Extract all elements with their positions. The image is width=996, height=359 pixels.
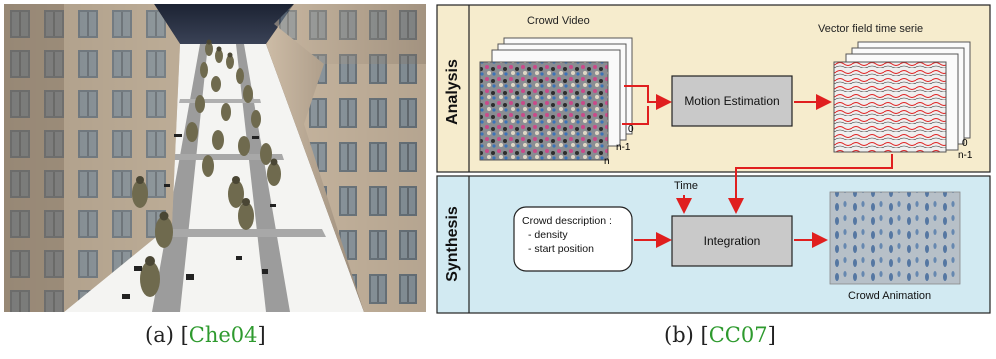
frame-label-n: n (604, 156, 610, 167)
crowd-pipeline-diagram: Analysis Synthesis Crowd Video Vector fi… (436, 4, 992, 314)
crowd-description-start-position: - start position (528, 243, 594, 255)
synthesis-label: Synthesis (444, 206, 461, 282)
citation-che04[interactable]: Che04 (188, 323, 258, 347)
analysis-label-box: Analysis (438, 32, 468, 152)
time-label: Time (674, 180, 699, 192)
synthesis-label-box: Synthesis (438, 182, 468, 307)
crowd-description-density: - density (528, 229, 568, 241)
vector-field-stack (833, 41, 971, 153)
crowd-street-render (4, 4, 426, 312)
crowd-street-image (4, 4, 426, 312)
crowd-description-text: Crowd description : - density - start po… (522, 214, 612, 256)
frame-label-0: 0 (628, 124, 634, 135)
crowd-animation-image (829, 191, 961, 285)
field-frame-label-0: 0 (962, 138, 968, 149)
citation-cc07[interactable]: CC07 (708, 323, 768, 347)
crowd-description-title: Crowd description : (522, 215, 612, 227)
pipeline-svg (436, 4, 991, 314)
caption-b-suffix: ] (767, 323, 776, 347)
crowd-description-box (513, 206, 633, 272)
caption-a-prefix: (a) [ (145, 323, 189, 347)
analysis-label: Analysis (444, 59, 461, 125)
soldier-crowd (132, 42, 281, 297)
caption-b-prefix: (b) [ (664, 323, 709, 347)
video-frame-stack (479, 37, 633, 161)
caption-a: (a) [Che04] (145, 323, 266, 347)
caption-b: (b) [CC07] (664, 323, 776, 347)
motion-estimation-label: Motion Estimation (684, 94, 780, 108)
integration-box (671, 215, 793, 267)
motion-estimation-box (671, 75, 793, 127)
flow-arrows (622, 85, 893, 248)
crowd-video-label: Crowd Video (527, 15, 590, 27)
frame-label-n-minus-1: n-1 (616, 142, 631, 153)
integration-label: Integration (703, 234, 761, 248)
caption-a-suffix: ] (257, 323, 266, 347)
field-frame-label-n-minus-1: n-1 (958, 150, 973, 161)
crowd-animation-label: Crowd Animation (848, 290, 932, 302)
vector-field-label: Vector field time serie (818, 23, 924, 35)
